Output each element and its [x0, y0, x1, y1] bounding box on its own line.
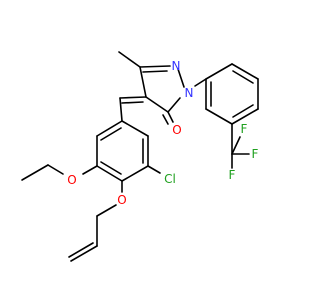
bond-ring-a6	[121, 120, 149, 137]
bond-exocyclic	[119, 96, 147, 99]
atom-f-bottom: F	[229, 168, 236, 182]
bond-ring-a3-inner	[100, 161, 122, 175]
bond-carbonyl	[167, 111, 174, 123]
atom-cl: Cl	[164, 172, 176, 186]
bond-n1-c5	[167, 97, 181, 113]
bond-o-ch2-ethoxy	[47, 164, 64, 175]
bond-ring-a1	[96, 120, 123, 137]
atom-f-top: F	[241, 122, 248, 136]
bond-ring-a1-inner	[100, 127, 122, 141]
atom-labels: N N O Cl O O F F F	[67, 59, 258, 207]
bond-c-f-top	[231, 136, 241, 155]
atom-o-carbonyl: O	[172, 123, 181, 137]
bond-ch-ch2-allyl	[70, 245, 98, 262]
bond-ring-a4	[121, 165, 149, 182]
atom-o-allyloxy: O	[117, 193, 126, 207]
bond-c3-n2	[139, 65, 171, 68]
atom-n2: N	[172, 59, 181, 73]
bond-carbonyl-double	[162, 114, 169, 125]
bond-ring-b2-inner	[232, 70, 254, 84]
bond-c-o-ethoxy	[82, 165, 98, 175]
bond-ring-b4-inner	[232, 104, 254, 118]
bond-c3-n2-double	[142, 70, 168, 73]
atom-o-ethoxy: O	[67, 173, 76, 187]
bond-methyl	[118, 51, 141, 68]
bond-n1-aryl	[194, 78, 207, 87]
molecule-structure: N N O Cl O O F F F	[21, 51, 259, 262]
bond-n2-n1	[177, 68, 185, 88]
bond-c-cl	[147, 165, 161, 174]
bond-c5-c4	[145, 96, 169, 113]
bond-ch2-ch3-ethoxy	[21, 164, 49, 181]
bond-ring-b5	[205, 108, 233, 125]
atom-f-right: F	[252, 147, 259, 161]
bond-ch-ch2-allyl-double	[68, 242, 94, 258]
bond-ring-b4	[231, 108, 259, 125]
bond-ring-b1	[205, 63, 233, 80]
bonds	[21, 51, 259, 262]
bond-ring-a3	[96, 165, 123, 182]
bond-o-ch2-allyl	[96, 204, 117, 217]
bond-exocyclic-double	[121, 101, 144, 104]
atom-n1: N	[185, 86, 194, 100]
bond-ring-b2	[231, 63, 259, 80]
bond-c4-c3	[139, 66, 147, 98]
bond-methine-aryl	[119, 97, 123, 122]
